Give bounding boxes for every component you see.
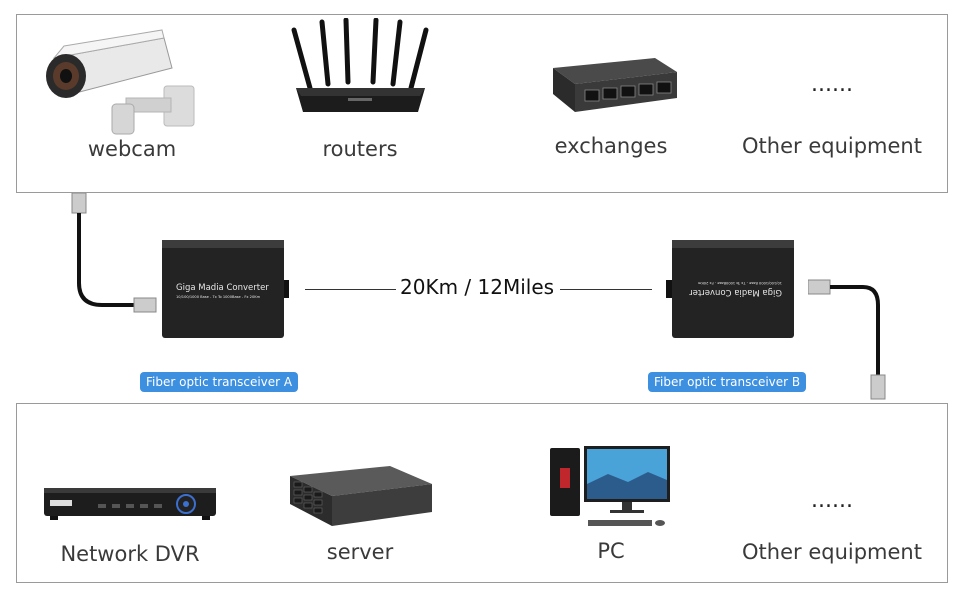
transceiver-a-title: Giga Madia Converter	[176, 283, 269, 293]
security-camera-icon	[46, 29, 195, 135]
wifi-router-icon	[291, 18, 429, 112]
transceiver-a-badge: Fiber optic transceiver A	[140, 372, 299, 392]
rack-server-icon	[290, 466, 432, 526]
device-label-webcam: webcam	[87, 137, 177, 161]
transceiver-b-device: Giga Madia Converter 10/100/1000 Base - …	[666, 240, 794, 338]
device-label-other-equipment: Other equipment	[742, 134, 922, 158]
dvr-recorder-icon	[44, 488, 216, 520]
ellipsis-icon: ......	[811, 488, 853, 513]
ethernet-cable-icon	[71, 193, 157, 313]
transceiver-b-badge: Fiber optic transceiver B	[648, 372, 807, 392]
desktop-pc-icon	[550, 446, 670, 526]
ellipsis-icon: ......	[811, 72, 853, 97]
transceiver-b-title: Giga Madia Converter	[689, 287, 782, 297]
network-switch-icon	[553, 58, 677, 112]
distance-label: 20Km / 12Miles	[396, 275, 559, 299]
fiber-link-line-right	[560, 289, 652, 290]
transceiver-a-subtitle: 10/100/1000 Base - Tx To 1000Base - Fx 2…	[176, 295, 261, 299]
device-label-server: server	[326, 540, 394, 564]
device-label-routers: routers	[322, 137, 398, 161]
transceiver-b-subtitle: 10/100/1000 Base - Tx To 1000Base - Fx 2…	[697, 281, 782, 285]
device-label-pc: PC	[597, 539, 625, 563]
device-label-network-dvr: Network DVR	[60, 542, 200, 566]
device-label-exchanges: exchanges	[554, 134, 668, 158]
ethernet-cable-icon	[808, 279, 886, 400]
fiber-link-line-left	[305, 289, 400, 290]
transceiver-a-device: Giga Madia Converter 10/100/1000 Base - …	[162, 240, 289, 338]
device-label-other-equipment: Other equipment	[742, 540, 922, 564]
